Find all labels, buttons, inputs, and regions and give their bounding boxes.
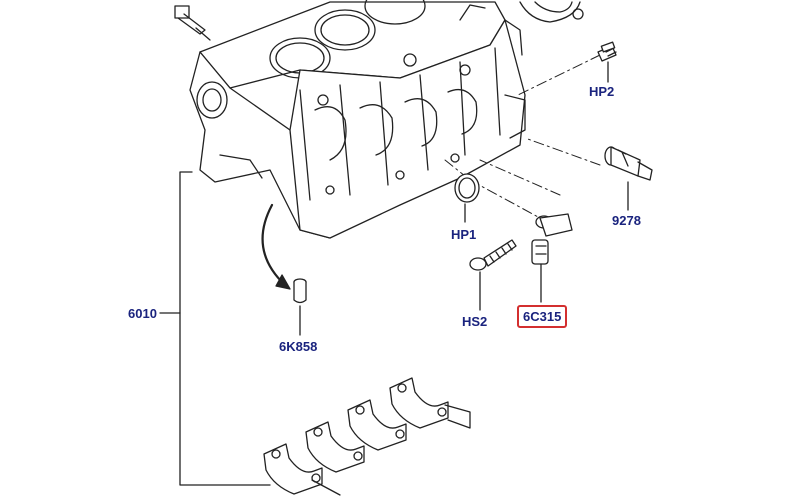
oil-pressure-switch-9278 — [604, 146, 653, 181]
engine-block — [189, 0, 526, 239]
main-bearing-caps — [263, 377, 471, 496]
cylinder-bore-3 — [364, 0, 426, 25]
plug-hp2 — [597, 41, 617, 62]
dowel-6k858 — [293, 278, 307, 304]
o-ring-hp1 — [454, 173, 480, 203]
bolt-hs2 — [469, 239, 517, 271]
sensor-top-left — [174, 5, 211, 41]
part-label-6k858: 6K858 — [279, 339, 318, 354]
part-label-9278: 9278 — [612, 213, 641, 228]
cylinder-bore-2 — [314, 9, 376, 51]
part-label-hs2: HS2 — [462, 314, 488, 329]
part-label-6c315-selected[interactable]: 6C315 — [517, 305, 568, 328]
part-label-hp1: HP1 — [451, 227, 477, 242]
part-label-6010: 6010 — [128, 306, 157, 321]
bracket-6010 — [159, 171, 271, 486]
crankshaft-sensor-6c315 — [531, 213, 573, 265]
locating-arrow — [261, 203, 291, 290]
part-label-hp2: HP2 — [589, 84, 615, 99]
rear-seal-partial — [519, 1, 584, 23]
